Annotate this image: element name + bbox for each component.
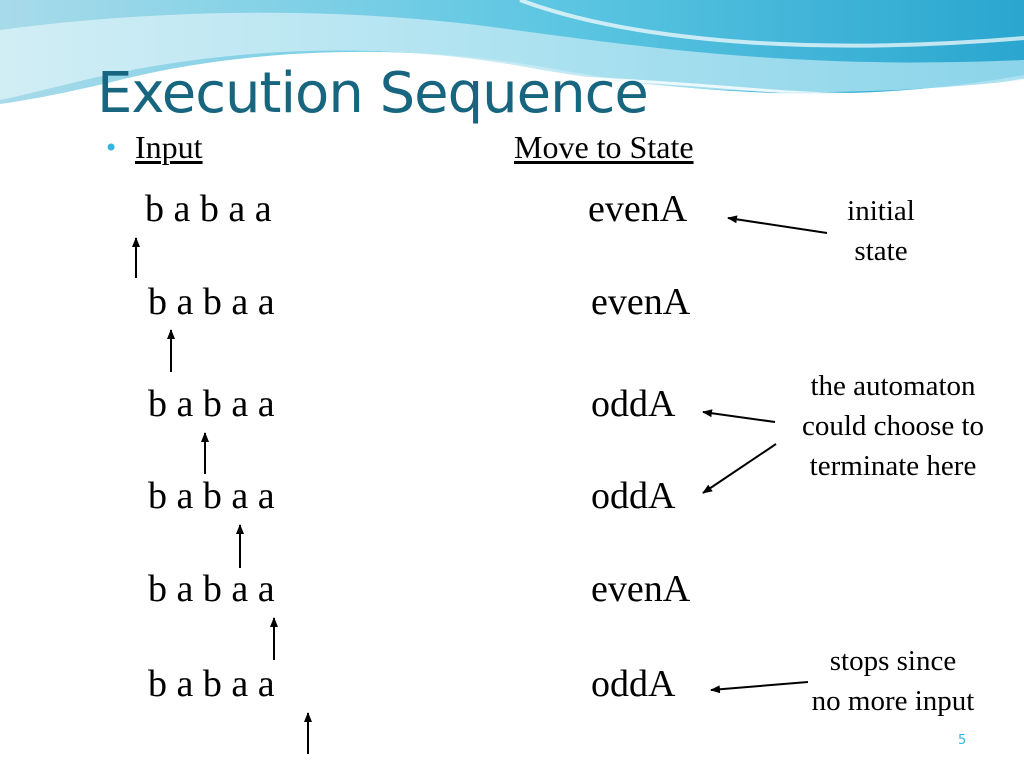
step-input: b a b a a [145, 188, 272, 230]
step-state: evenA [591, 568, 691, 610]
note-line: terminate here [809, 450, 977, 482]
slide-title: Execution Sequence [97, 61, 649, 126]
note-line: could choose to [801, 410, 984, 442]
note-arrow-icon [702, 409, 776, 423]
note-could-terminate: the automaton could choose to terminate … [780, 366, 1006, 486]
bullet-icon: • [104, 134, 119, 162]
note-arrow-icon [727, 215, 828, 234]
note-arrow-icon [702, 443, 777, 494]
step-state: oddA [591, 383, 676, 425]
step-input: b a b a a [148, 475, 275, 517]
step-input: b a b a a [148, 663, 275, 705]
note-stops: stops since no more input [790, 641, 996, 721]
note-line: stops since [829, 645, 957, 677]
step-state: evenA [588, 188, 688, 230]
state-column-header: Move to State [514, 129, 694, 165]
step-input: b a b a a [148, 568, 275, 610]
step-state: oddA [591, 475, 676, 517]
note-line: initial [847, 195, 915, 227]
note-arrow-icon [710, 681, 809, 694]
step-input: b a b a a [148, 281, 275, 323]
note-line: no more input [811, 685, 975, 717]
input-column-header: Input [135, 129, 203, 165]
note-initial-state: initial state [825, 191, 937, 271]
step-state: oddA [591, 663, 676, 705]
step-input: b a b a a [148, 383, 275, 425]
step-state: evenA [591, 281, 691, 323]
note-line: state [854, 235, 908, 267]
note-line: the automaton [810, 370, 976, 402]
page-number: 5 [958, 733, 967, 748]
